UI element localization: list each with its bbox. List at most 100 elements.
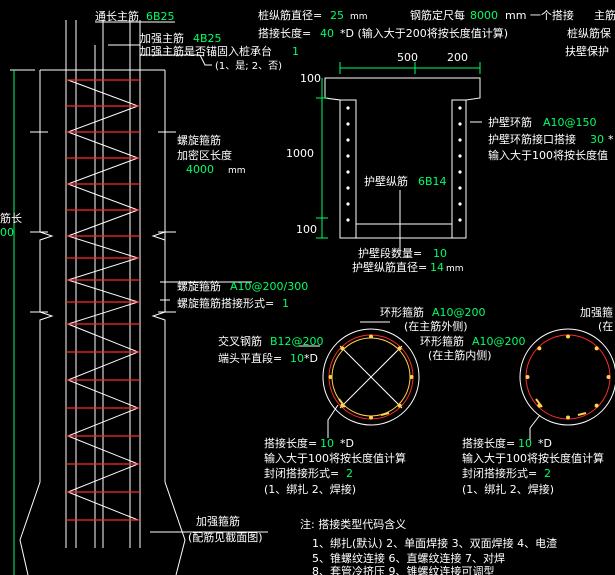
wall-dot-right xyxy=(458,218,462,222)
dense-len-unit: mm xyxy=(228,166,246,176)
seg-label: 护壁段数量= xyxy=(358,246,422,260)
anchor-question: 加强主筋是否锚固入桩承台 xyxy=(140,44,272,58)
wall-dot-left xyxy=(346,170,350,174)
ring-lap-cut: * xyxy=(608,133,614,146)
section-main-bar xyxy=(606,375,611,379)
section-main-bar xyxy=(340,346,345,351)
sec1-close-value: 2 xyxy=(346,467,353,480)
end-value: 10 xyxy=(290,352,304,365)
sec1-close-label: 封闭搭接形式= xyxy=(264,466,339,480)
left-cut-2: 00 xyxy=(0,226,14,239)
notes-row1: 1、绑扎(默认) 2、单面焊接 3、双面焊接 4、电渣 xyxy=(312,536,557,550)
notes-row3: 8、套管冷挤压 9、锥螺纹连接可调型 xyxy=(312,564,495,575)
section-main-bar xyxy=(594,346,599,351)
pile-dia-value: 25 xyxy=(330,9,344,22)
fixed-len-label: 钢筋定尺每 xyxy=(410,8,465,22)
sec1-lap-note: 输入大于100将按长度值计算 xyxy=(264,451,406,465)
sec2-lap-value: 10 xyxy=(518,437,532,450)
wall-dot-right xyxy=(458,122,462,126)
sec2-lap-label: 搭接长度= xyxy=(462,436,515,450)
right-top-cut: 加强箍 xyxy=(580,305,613,319)
lap-suffix: *D (输入大于200将按长度值计算) xyxy=(340,26,508,40)
wall-dot-left xyxy=(346,106,350,110)
wall-outline xyxy=(324,77,481,239)
protect-ring-cut: 扶壁保护 xyxy=(565,44,609,58)
wall-dot-left xyxy=(346,218,350,222)
lap-mark xyxy=(338,398,346,408)
fixed-len-suffix: mm 一个搭接 xyxy=(505,9,574,22)
circular-section-2 xyxy=(519,328,615,440)
pile-dia-label: 桩纵筋直径= xyxy=(258,8,322,22)
wall-inner-right xyxy=(451,99,466,238)
sec2-close-label: 封闭搭接形式= xyxy=(462,466,537,480)
wall-dot-left xyxy=(346,202,350,206)
cross-value: B12@200 xyxy=(270,335,324,348)
pile-dia-unit: mm xyxy=(350,12,368,22)
wall-dot-right xyxy=(458,154,462,158)
spiral-lap-label: 螺旋箍筋搭接形式= xyxy=(177,296,274,310)
ring-inner-value: A10@200 xyxy=(472,335,526,348)
protect-cut: 桩纵筋保 xyxy=(567,26,611,40)
wall-dot-left xyxy=(346,122,350,126)
section-main-bar xyxy=(369,334,373,339)
left-cut-1: 筋长 xyxy=(0,211,22,225)
long-dia-unit: mm xyxy=(446,264,464,274)
wall-dot-right xyxy=(458,170,462,174)
section1-lap-leader xyxy=(327,404,339,438)
sec2-lap-note: 输入大于100将按长度值计算 xyxy=(462,451,604,465)
spiral-zigzag xyxy=(66,79,140,521)
section-main-bar xyxy=(397,403,402,408)
wall-inner-left xyxy=(340,99,357,238)
pile-outline-right xyxy=(151,70,186,575)
spiral-stirrup xyxy=(66,79,140,521)
main-cut: 主筋 xyxy=(594,8,615,22)
ring-outer-note: (在主筋外侧) xyxy=(404,319,468,333)
section-main-bar xyxy=(369,415,373,420)
section-main-bar xyxy=(566,334,570,339)
long-label: 护壁纵筋 xyxy=(364,174,408,188)
pile-leaders xyxy=(95,21,268,533)
ring-lap-note: 输入大于100将按长度值 xyxy=(488,148,608,162)
fixed-len-value: 8000 xyxy=(470,9,498,22)
wall-dot-right xyxy=(458,106,462,110)
section-main-bar xyxy=(397,346,402,351)
section-main-bar xyxy=(409,375,414,379)
ring-label: 护壁环筋 xyxy=(488,115,532,129)
section-main-bar xyxy=(566,415,570,420)
long-main-value: 6B25 xyxy=(146,10,175,23)
dim-100-bot: 100 xyxy=(296,223,317,236)
sec1-close-opts: (1、绑扎 2、焊接) xyxy=(264,482,356,496)
wall-dot-right xyxy=(458,186,462,190)
section2-outer-circle xyxy=(519,328,615,426)
notes-row2: 5、锥螺纹连接 6、直螺纹连接 7、对焊 xyxy=(312,551,505,565)
wall-dot-right xyxy=(458,202,462,206)
lap-label: 搭接长度= xyxy=(258,26,311,40)
ring-inner-note: (在主筋内侧) xyxy=(428,348,492,362)
ring-value: A10@150 xyxy=(543,116,597,129)
anchor-value: 1 xyxy=(292,45,299,58)
spiral-value: A10@200/300 xyxy=(230,280,308,293)
section-main-bar xyxy=(328,375,333,379)
anchor-options: (1、是; 2、否) xyxy=(215,60,282,72)
sec1-lap-value: 10 xyxy=(320,437,334,450)
section-main-bars xyxy=(328,334,611,420)
reinf-stirrup-line2: (配筋见截面图) xyxy=(188,530,263,544)
wall-dot-left xyxy=(346,154,350,158)
dense-len-value: 4000 xyxy=(186,163,214,176)
lap-mark xyxy=(577,412,587,416)
section1-outer-circle xyxy=(322,328,420,426)
reinf-main-value: 4B25 xyxy=(193,32,222,45)
spiral-lap-value: 1 xyxy=(282,297,289,310)
seg-value: 10 xyxy=(433,247,447,260)
ring-inner-label: 环形箍筋 xyxy=(420,334,464,348)
spiral-label: 螺旋箍筋 xyxy=(177,279,221,293)
end-unit: *D xyxy=(304,352,318,365)
section2-lap-leader xyxy=(529,414,541,440)
lap-mark xyxy=(380,412,390,416)
spiral-dense-line1: 螺旋箍筋 xyxy=(177,133,221,147)
ring-outer-label: 环形箍筋 xyxy=(380,305,424,319)
wall-ring-bars xyxy=(346,106,462,225)
right-top-cut2: (在 xyxy=(598,320,613,333)
long-value: 6B14 xyxy=(418,175,447,188)
end-label: 端头平直段= xyxy=(218,351,282,365)
